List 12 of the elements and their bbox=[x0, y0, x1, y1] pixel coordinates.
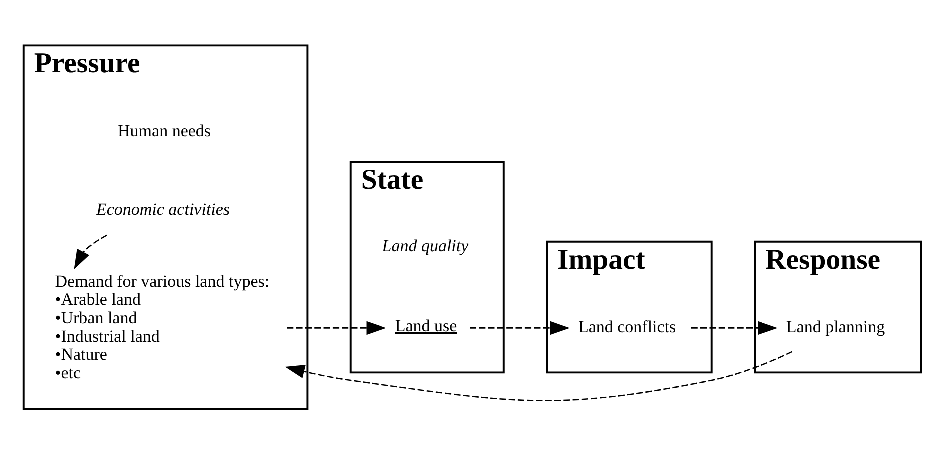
node-text: Demand for various land types: •Arable land •Urban land •Industrial land •Nature •etc bbox=[55, 271, 270, 382]
arrow bbox=[74, 234, 108, 269]
node-text: Land conflicts bbox=[578, 317, 676, 336]
node-text: Land planning bbox=[786, 317, 886, 336]
arrow bbox=[287, 320, 386, 335]
node-text: Human needs bbox=[118, 120, 212, 140]
arrow bbox=[285, 350, 793, 401]
arrow bbox=[470, 320, 570, 335]
node-text: Land quality bbox=[382, 236, 469, 256]
node-text: Economic activities bbox=[96, 199, 230, 218]
node-text: Land use bbox=[395, 316, 458, 335]
arrow bbox=[691, 320, 778, 335]
